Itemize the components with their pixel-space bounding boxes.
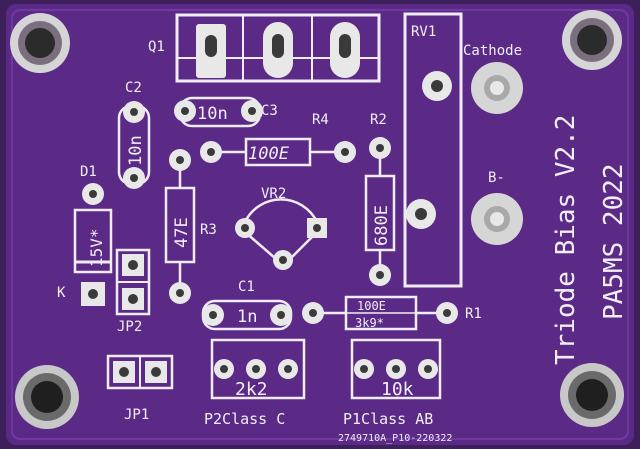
c3-value: 10n <box>197 104 228 124</box>
k-label: K <box>57 285 66 301</box>
r1-value-bottom: 3k9* <box>355 316 384 330</box>
board-author-year: PA5MS 2022 <box>599 163 629 320</box>
jp1-footprint <box>106 354 174 390</box>
board-edge-trace <box>11 9 629 440</box>
c1-label: C1 <box>238 279 255 295</box>
mounting-hole-top-left <box>10 13 70 73</box>
r4-label: R4 <box>312 112 329 128</box>
q1-label: Q1 <box>148 39 165 55</box>
mounting-hole-top-right <box>562 10 622 70</box>
r2-value: 680E <box>372 205 392 246</box>
mounting-hole-bottom-left <box>15 365 79 429</box>
p2-label: P2Class C <box>204 410 285 428</box>
d1-value: 15V* <box>87 228 106 267</box>
rv1-label: RV1 <box>411 24 436 40</box>
c1-value: 1n <box>237 307 257 327</box>
p1-footprint <box>350 338 442 400</box>
b-minus-terminal <box>471 193 523 245</box>
vr2-label: VR2 <box>261 186 286 202</box>
r3-value: 47E <box>172 217 192 248</box>
mounting-hole-bottom-right <box>560 363 624 427</box>
board-title: Triode Bias V2.2 <box>551 115 581 365</box>
cathode-terminal <box>471 62 523 114</box>
rv1-footprint <box>403 12 463 288</box>
c2-footprint <box>117 101 151 189</box>
r1-value-top: 100E <box>357 299 386 313</box>
d1-footprint <box>73 183 113 306</box>
r2-footprint <box>364 137 396 286</box>
r4-value: 100E <box>248 144 290 164</box>
jp2-label: JP2 <box>117 319 142 335</box>
c1-footprint <box>201 299 293 331</box>
jp2-footprint <box>115 248 151 316</box>
p2-value: 2k2 <box>235 379 268 400</box>
d1-label: D1 <box>80 164 97 180</box>
b-minus-label: B- <box>488 170 505 186</box>
r3-label: R3 <box>200 222 217 238</box>
c3-label: C3 <box>261 103 278 119</box>
r1-footprint <box>302 295 458 331</box>
p1-label: P1Class AB <box>343 410 433 428</box>
c3-footprint <box>174 96 263 128</box>
c2-label: C2 <box>125 80 142 96</box>
c2-value: 10n <box>126 135 146 166</box>
r1-label: R1 <box>465 306 482 322</box>
r2-label: R2 <box>370 112 387 128</box>
jp1-label: JP1 <box>124 407 149 423</box>
p2-footprint <box>210 338 306 400</box>
r3-footprint <box>164 149 196 304</box>
cathode-label: Cathode <box>463 43 522 59</box>
r4-footprint <box>200 137 356 167</box>
p1-value: 10k <box>381 379 414 400</box>
vr2-footprint <box>235 198 327 270</box>
serial-number: 2749710A_P10-220322 <box>338 433 452 444</box>
q1-footprint <box>175 13 381 83</box>
